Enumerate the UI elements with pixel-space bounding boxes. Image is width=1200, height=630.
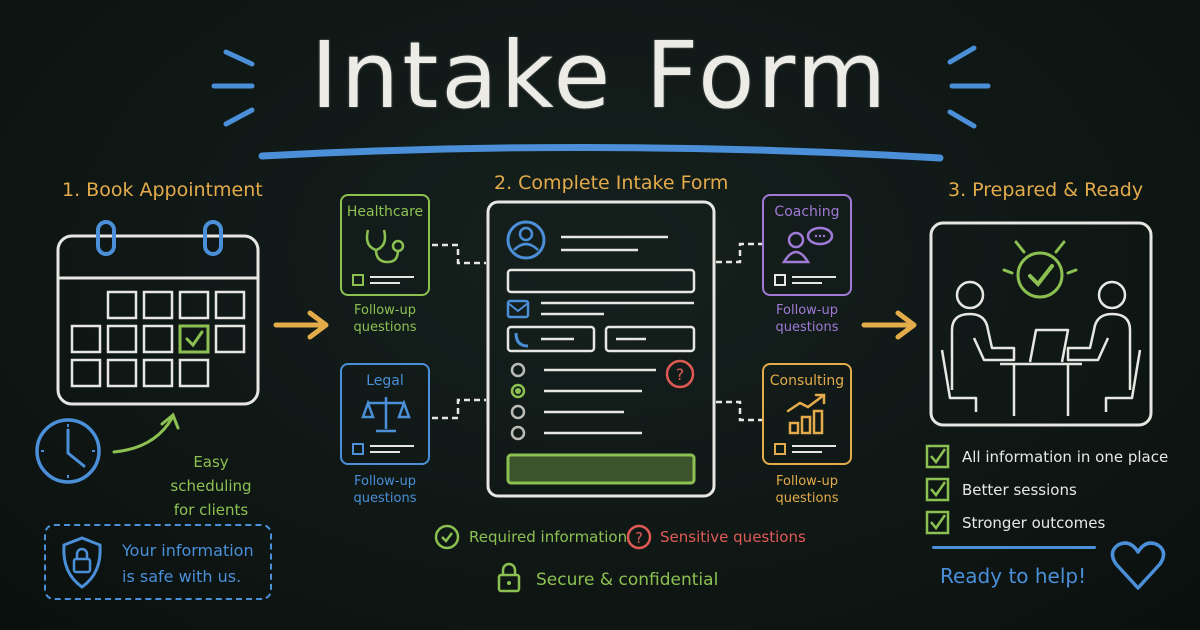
checklist-item: Stronger outcomes xyxy=(925,506,1168,539)
closing-text: Ready to help! xyxy=(940,564,1087,588)
checklist-item: Better sessions xyxy=(925,473,1168,506)
outcome-checklist: All information in one place Better sess… xyxy=(925,440,1168,539)
legend-required: Required information xyxy=(469,528,628,546)
category-card-healthcare[interactable]: Healthcare xyxy=(340,194,430,296)
selected-date xyxy=(178,324,210,354)
coaching-followup: Follow-up questions xyxy=(775,303,839,335)
mail-icon xyxy=(506,299,530,319)
healthcare-followup: Follow-up questions xyxy=(353,303,417,335)
phone-field xyxy=(506,325,596,353)
legal-followup: Follow-up questions xyxy=(353,474,417,506)
calendar-icon xyxy=(56,220,260,406)
checklist-item: All information in one place xyxy=(925,440,1168,473)
text-field xyxy=(506,268,696,294)
legend-sensitive: Sensitive questions xyxy=(660,528,806,546)
category-card-consulting[interactable]: Consulting xyxy=(762,363,852,465)
security-note-box xyxy=(44,524,272,600)
checkbox-line-icon xyxy=(352,274,414,286)
checkbox-line-icon xyxy=(352,443,414,455)
category-card-coaching[interactable]: Coaching xyxy=(762,194,852,296)
divider xyxy=(932,546,1096,549)
shield-lock-icon xyxy=(62,536,102,589)
lock-icon xyxy=(497,562,521,593)
checkbox-line-icon xyxy=(774,274,836,286)
svg-text:?: ? xyxy=(635,529,643,547)
heart-icon xyxy=(1110,541,1166,590)
checkbox-checked-icon xyxy=(925,444,950,468)
consulting-followup: Follow-up questions xyxy=(775,474,839,506)
spark-line-icon xyxy=(223,49,255,67)
checkbox-line-icon xyxy=(774,443,836,455)
checkbox-checked-icon xyxy=(925,477,950,501)
clock-icon xyxy=(35,418,101,484)
category-card-legal[interactable]: Legal xyxy=(340,363,430,465)
success-check-icon xyxy=(1002,240,1078,299)
step1-title: 1. Book Appointment xyxy=(62,179,263,201)
curved-arrow-icon xyxy=(112,412,180,454)
stethoscope-icon xyxy=(365,229,405,264)
user-icon xyxy=(506,220,546,260)
security-note: Your information is safe with us. xyxy=(122,541,254,586)
meeting-icon xyxy=(929,221,1153,427)
page-title: Intake Form xyxy=(310,22,890,129)
legend-secure: Secure & confidential xyxy=(536,570,719,590)
growth-chart-icon xyxy=(786,393,826,435)
title-decoration xyxy=(211,45,991,162)
phone-icon xyxy=(514,332,529,348)
step3-title: 3. Prepared & Ready xyxy=(948,179,1144,201)
title-underline xyxy=(258,143,944,162)
svg-text:?: ? xyxy=(676,365,685,384)
arrow-right-icon xyxy=(273,310,329,340)
question-circle-icon: ? xyxy=(626,524,652,550)
arrow-right-icon xyxy=(861,310,917,340)
scheduling-note: Easy scheduling for clients xyxy=(170,453,252,519)
step2-title: 2. Complete Intake Form xyxy=(494,172,729,194)
question-icon: ? xyxy=(665,359,695,389)
check-circle-icon xyxy=(434,524,460,550)
coaching-chat-icon xyxy=(781,226,834,264)
check-icon xyxy=(185,330,204,348)
submit-button xyxy=(506,453,696,485)
intake-form-card[interactable]: ? xyxy=(486,200,718,500)
checkbox-checked-icon xyxy=(925,510,950,534)
scales-icon xyxy=(361,397,411,433)
